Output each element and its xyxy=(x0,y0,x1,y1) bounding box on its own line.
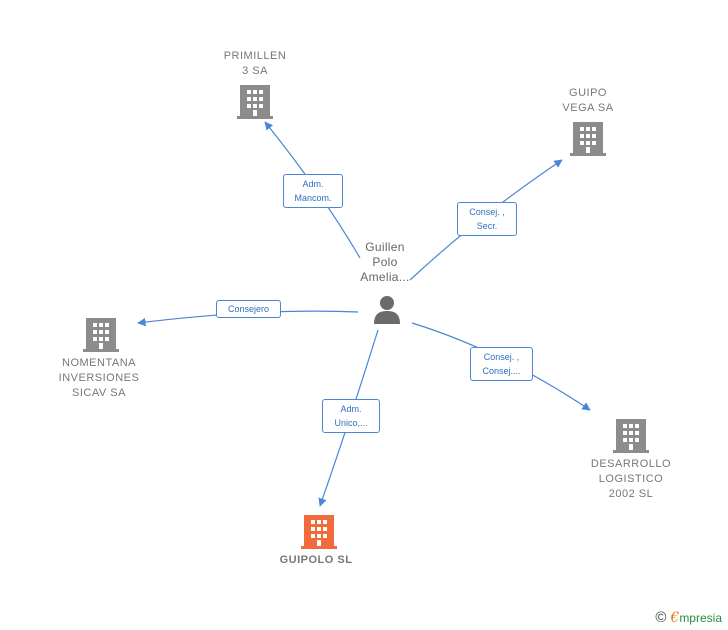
brand-initial: € xyxy=(670,610,680,626)
copyright-icon: © xyxy=(655,609,667,626)
edge-label-primillen: Adm. Mancom. xyxy=(283,174,343,208)
edge-label-guipolo: Adm. Unico,... xyxy=(322,399,380,433)
brand-name: mpresia xyxy=(679,611,722,625)
company-label-desarrollo[interactable]: DESARROLLO LOGISTICO 2002 SL xyxy=(590,458,672,500)
company-label-nomentana[interactable]: NOMENTANA INVERSIONES SICAV SA xyxy=(58,357,140,399)
edge-label-desarrollo: Consej. , Consej.... xyxy=(470,347,533,381)
company-label-guipo-vega[interactable]: GUIPO VEGA SA xyxy=(562,87,614,114)
empresia-logo: ©€mpresia xyxy=(655,609,722,626)
company-label-primillen[interactable]: PRIMILLEN 3 SA xyxy=(223,50,287,77)
building-icon-guipolo[interactable] xyxy=(301,515,337,549)
person-label[interactable]: Guillen Polo Amelia... xyxy=(360,240,410,284)
building-icon-nomentana[interactable] xyxy=(83,318,119,352)
edge-label-nomentana: Consejero xyxy=(216,300,281,318)
company-label-guipolo[interactable]: GUIPOLO SL xyxy=(279,554,353,566)
building-icon-guipo-vega[interactable] xyxy=(570,122,606,156)
building-icon-primillen[interactable] xyxy=(237,85,273,119)
building-icon-desarrollo[interactable] xyxy=(613,419,649,453)
edge-label-guipo-vega: Consej. , Secr. xyxy=(457,202,517,236)
person-icon[interactable] xyxy=(374,296,400,324)
